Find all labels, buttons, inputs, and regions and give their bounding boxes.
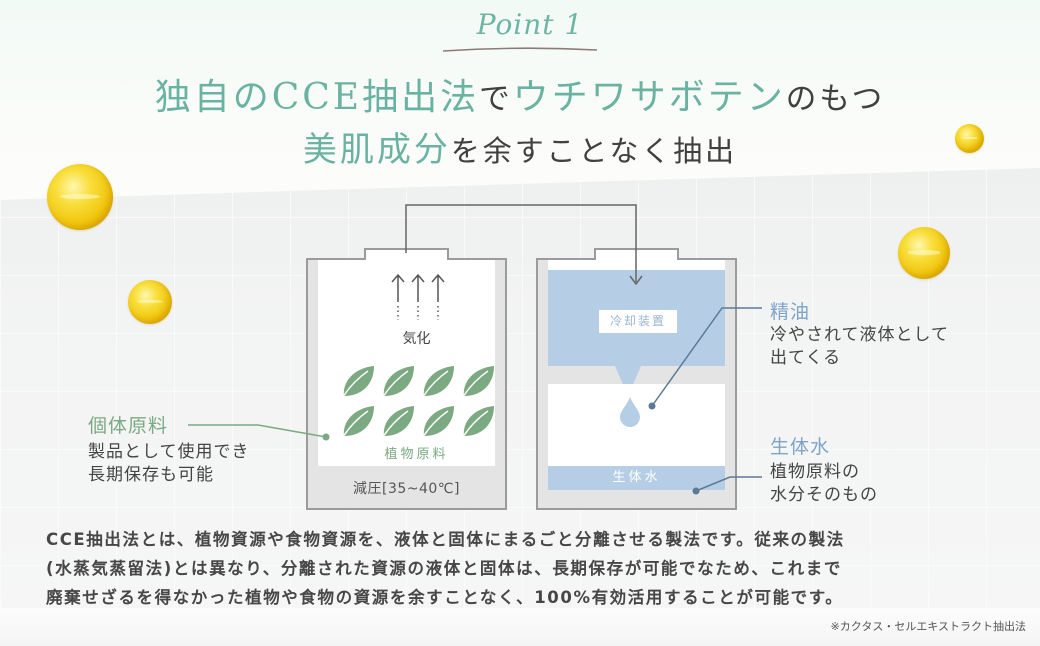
oil-bubble-icon xyxy=(955,124,984,153)
oil-drop-icon xyxy=(620,397,640,427)
vapor-arrows-icon xyxy=(391,273,445,320)
title-text: のもつ xyxy=(785,82,886,117)
leaf-icon xyxy=(422,406,454,438)
description-line: CCE抽出法とは、植物資源や食物資源を、液体と固体にまるごと分離させる製法です。… xyxy=(46,530,845,549)
description-line: 植物原料の xyxy=(770,462,860,482)
leaf-icon xyxy=(382,366,414,398)
point-label: Point 1 xyxy=(476,8,584,41)
footer-background xyxy=(0,608,1040,646)
bio-water-title: 生体水 xyxy=(770,436,831,458)
leaf-icon xyxy=(342,406,374,438)
title-text: を余すことなく抽出 xyxy=(450,134,738,168)
leaf-icon xyxy=(342,366,374,398)
oil-bubble-icon xyxy=(898,227,950,279)
header-background xyxy=(0,0,1040,200)
title-accent-text: 独自のCCE抽出法 xyxy=(154,77,480,118)
plant-material-label: 植物原料 xyxy=(384,447,449,462)
vessel-top-gap xyxy=(548,260,725,270)
essential-oil-title: 精油 xyxy=(770,301,811,323)
condensation-vessel: 冷却装置 生体水 xyxy=(536,248,737,510)
description-line: 製品として使用でき xyxy=(88,442,250,462)
cooling-unit: 冷却装置 xyxy=(548,270,725,366)
description-line: 長期保存も可能 xyxy=(88,465,214,485)
solid-material-description: 製品として使用でき 長期保存も可能 xyxy=(88,441,250,487)
method-description: CCE抽出法とは、植物資源や食物資源を、液体と固体にまるごと分離させる製法です。… xyxy=(46,525,1006,612)
description-line: (水蒸気蒸留法)とは異なり、分離された資源の液体と固体は、長期保存が可能でなため… xyxy=(46,559,842,578)
description-line: 廃棄せざるを得なかった植物や食物の資源を余すことなく、100%有効活用することが… xyxy=(46,588,844,607)
vessel-chamber: 気化 植物原料 xyxy=(318,260,495,466)
essential-oil-description: 冷やされて液体として 出てくる xyxy=(770,324,949,370)
footnote: ※カクタス・セルエキストラクト抽出法 xyxy=(830,620,1026,633)
plant-leaves xyxy=(340,364,500,444)
leaf-icon xyxy=(462,366,494,398)
leaf-icon xyxy=(462,406,494,438)
solid-material-title: 個体原料 xyxy=(88,415,169,437)
leaf-icon xyxy=(422,366,454,398)
evaporation-vessel: 気化 植物原料 減圧[35~40℃] xyxy=(306,248,507,510)
pressure-temperature-label: 減圧[35~40℃] xyxy=(352,481,460,497)
title-accent-text: ウチワサボテン xyxy=(512,77,786,118)
cooler-spout xyxy=(615,366,641,384)
vaporization-label: 気化 xyxy=(402,331,431,347)
underline-swoosh xyxy=(442,47,598,52)
title-line-2: 美肌成分を余すことなく抽出 xyxy=(0,122,1040,171)
description-line: 冷やされて液体として xyxy=(770,325,949,345)
bio-water-description: 植物原料の 水分そのもの xyxy=(770,461,878,507)
leaf-icon xyxy=(382,406,414,438)
cooling-unit-label: 冷却装置 xyxy=(599,310,677,333)
oil-bubble-icon xyxy=(47,164,113,230)
title-accent-text: 美肌成分 xyxy=(302,130,451,170)
title-text: で xyxy=(479,82,513,117)
description-line: 出てくる xyxy=(770,348,842,368)
oil-bubble-icon xyxy=(128,280,172,324)
description-line: 水分そのもの xyxy=(770,485,878,505)
bio-water-layer: 生体水 xyxy=(548,466,725,490)
title-line-1: 独自のCCE抽出法でウチワサボテンのもつ xyxy=(0,68,1040,120)
